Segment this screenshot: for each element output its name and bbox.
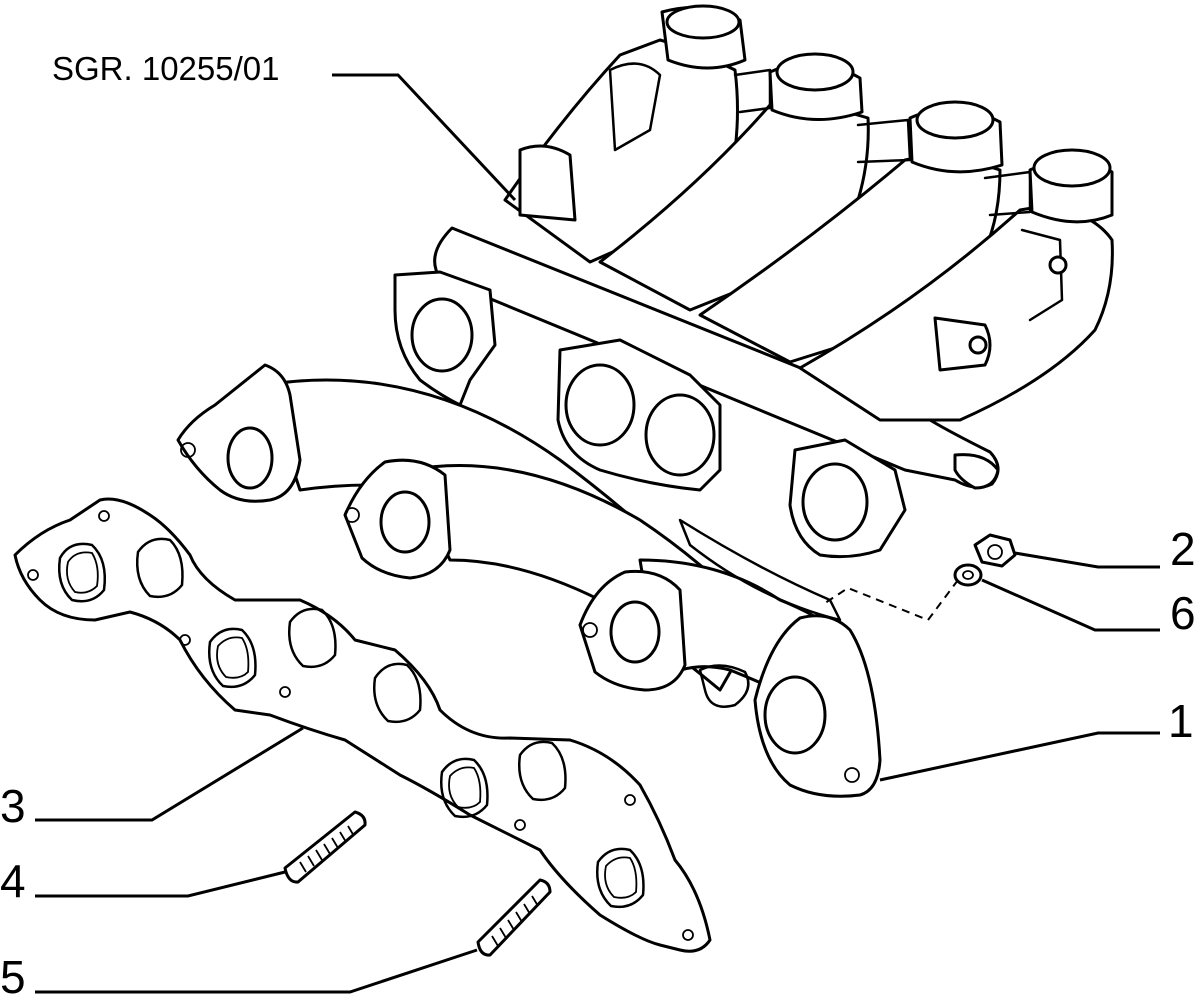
washer	[953, 563, 983, 587]
callout-2: 2	[1170, 523, 1196, 575]
leader-3	[35, 726, 304, 822]
leader-2	[1014, 551, 1160, 569]
leader-5	[35, 948, 478, 994]
callout-3: 3	[0, 780, 26, 832]
hex-nut	[973, 533, 1017, 568]
exhaust-gasket	[13, 497, 712, 953]
reference-code: SGR. 10255/01	[52, 50, 280, 87]
leader-reference	[332, 73, 517, 202]
leader-6	[981, 578, 1160, 632]
assembly-dashed-line	[821, 579, 959, 622]
callout-1: 1	[1168, 695, 1194, 747]
callout-6: 6	[1170, 587, 1196, 639]
intake-manifold	[393, 4, 1114, 559]
stud-short	[283, 810, 367, 884]
callout-4: 4	[0, 855, 26, 907]
exhaust-manifold	[176, 363, 882, 798]
leader-1	[879, 731, 1160, 782]
stud-long	[476, 878, 552, 957]
leader-4	[35, 870, 286, 898]
callout-5: 5	[0, 951, 26, 995]
